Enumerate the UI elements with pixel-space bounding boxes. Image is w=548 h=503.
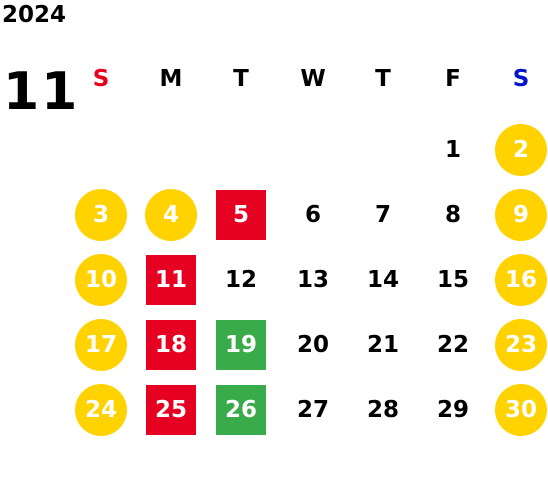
day-11: 11 — [146, 255, 196, 305]
weekday-friday: F — [445, 66, 461, 92]
day-7: 7 — [374, 202, 391, 228]
day-5: 5 — [216, 190, 266, 240]
day-24: 24 — [75, 384, 127, 436]
day-14: 14 — [366, 267, 399, 293]
day-28: 28 — [366, 397, 399, 423]
day-4: 4 — [145, 189, 197, 241]
day-20: 20 — [296, 332, 329, 358]
day-1: 1 — [444, 137, 461, 163]
day-26: 26 — [216, 385, 266, 435]
day-16: 16 — [495, 254, 547, 306]
day-6: 6 — [304, 202, 321, 228]
day-12: 12 — [224, 267, 257, 293]
day-9: 9 — [495, 189, 547, 241]
day-17: 17 — [75, 319, 127, 371]
year-label: 2024 — [2, 2, 67, 28]
day-15: 15 — [436, 267, 469, 293]
day-23: 23 — [495, 319, 547, 371]
weekday-sunday: S — [92, 66, 110, 92]
weekday-wednesday: W — [300, 66, 326, 92]
day-8: 8 — [444, 202, 461, 228]
day-2: 2 — [495, 124, 547, 176]
weekday-monday: M — [159, 66, 183, 92]
month-label: 11 — [3, 62, 80, 122]
weekday-thursday: T — [375, 66, 391, 92]
day-30: 30 — [495, 384, 547, 436]
day-18: 18 — [146, 320, 196, 370]
day-13: 13 — [296, 267, 329, 293]
day-25: 25 — [146, 385, 196, 435]
day-3: 3 — [75, 189, 127, 241]
day-19: 19 — [216, 320, 266, 370]
day-29: 29 — [436, 397, 469, 423]
day-22: 22 — [436, 332, 469, 358]
day-10: 10 — [75, 254, 127, 306]
weekday-saturday: S — [512, 66, 530, 92]
weekday-tuesday: T — [233, 66, 249, 92]
day-27: 27 — [296, 397, 329, 423]
day-21: 21 — [366, 332, 399, 358]
